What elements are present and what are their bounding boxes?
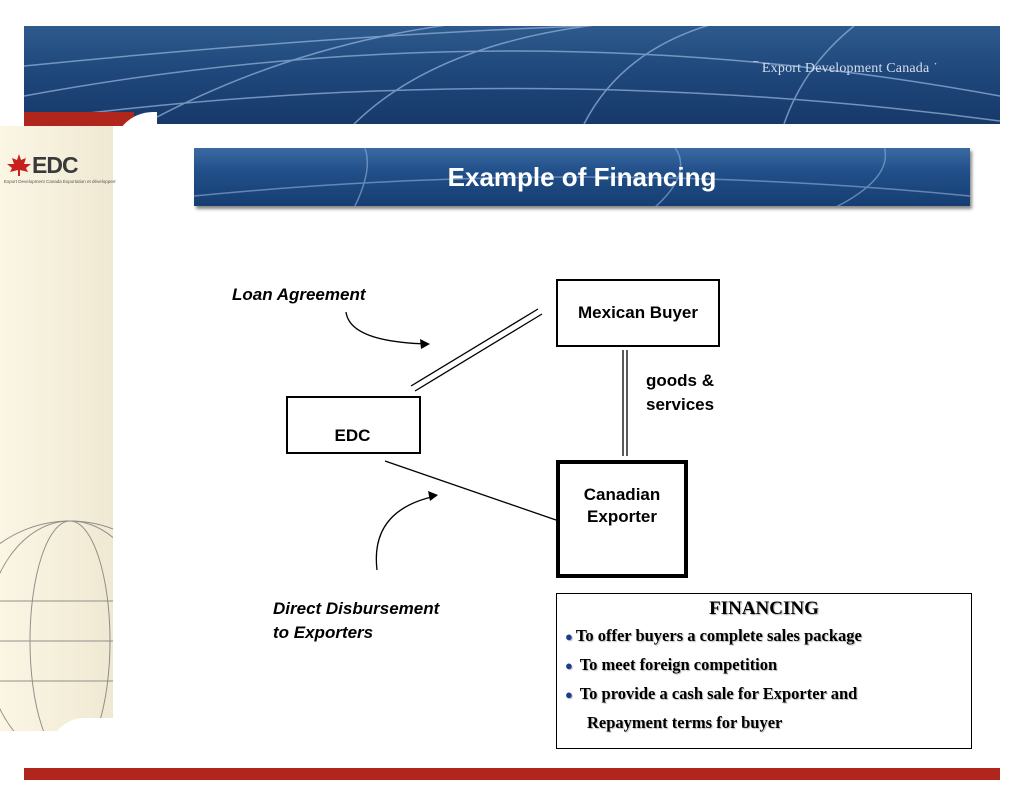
bullet-icon: ●: [565, 629, 573, 644]
loan-connector-line-b: [414, 313, 543, 392]
bullet-icon: ●: [565, 658, 573, 673]
node-canadian-exporter: Canadian Exporter: [556, 460, 688, 578]
left-sidebar: [0, 126, 113, 731]
header-banner: ‾ Export Development Canada ˙: [24, 26, 1000, 124]
financing-title: FINANCING: [709, 598, 819, 619]
sidebar-bottom-curve: [50, 718, 120, 768]
label-loan-agreement: Loan Agreement: [232, 285, 366, 304]
disbursement-connector-line: [384, 460, 557, 521]
slide-title: Example of Financing: [447, 162, 717, 192]
header-org-name: ‾ Export Development Canada ˙: [753, 61, 938, 76]
exporter-label-line1: Canadian: [583, 485, 661, 504]
title-banner: Example of Financing: [194, 148, 970, 206]
bullet-icon: ●: [565, 687, 573, 702]
node-edc: EDC: [286, 396, 421, 454]
financing-box: FINANCING ●To offer buyers a complete sa…: [556, 593, 972, 749]
list-item: ●To offer buyers a complete sales packag…: [565, 626, 862, 645]
list-item: ● To provide a cash sale for Exporter an…: [565, 684, 858, 703]
node-mexican-buyer: Mexican Buyer: [556, 279, 720, 347]
title-arc-decoration: [194, 148, 970, 206]
list-item-continuation: Repayment terms for buyer: [587, 713, 783, 732]
footer-accent-bar: [24, 768, 1000, 780]
exporter-label-line2: Exporter: [587, 507, 657, 526]
logo-subtitle: Export Development Canada Exportation et…: [4, 179, 116, 184]
list-item: ● To meet foreign competition: [565, 655, 778, 674]
loan-pointer-arrow: [345, 311, 429, 345]
financing-list: ●To offer buyers a complete sales packag…: [557, 622, 971, 737]
globe-arc-decoration: [24, 26, 1000, 124]
logo-wordmark: EDC: [32, 152, 79, 178]
label-goods-services: goods & services: [646, 371, 715, 414]
maple-leaf-icon: [7, 154, 31, 176]
loan-connector-line-a: [410, 308, 539, 387]
label-direct-disbursement: Direct Disbursement to Exporters: [273, 599, 440, 642]
disbursement-pointer-arrow: [375, 495, 437, 571]
header-accent-band: [24, 112, 134, 126]
edc-logo: EDC Export Development Canada Exportatio…: [2, 152, 116, 192]
globe-wireframe-decoration: [0, 520, 113, 731]
